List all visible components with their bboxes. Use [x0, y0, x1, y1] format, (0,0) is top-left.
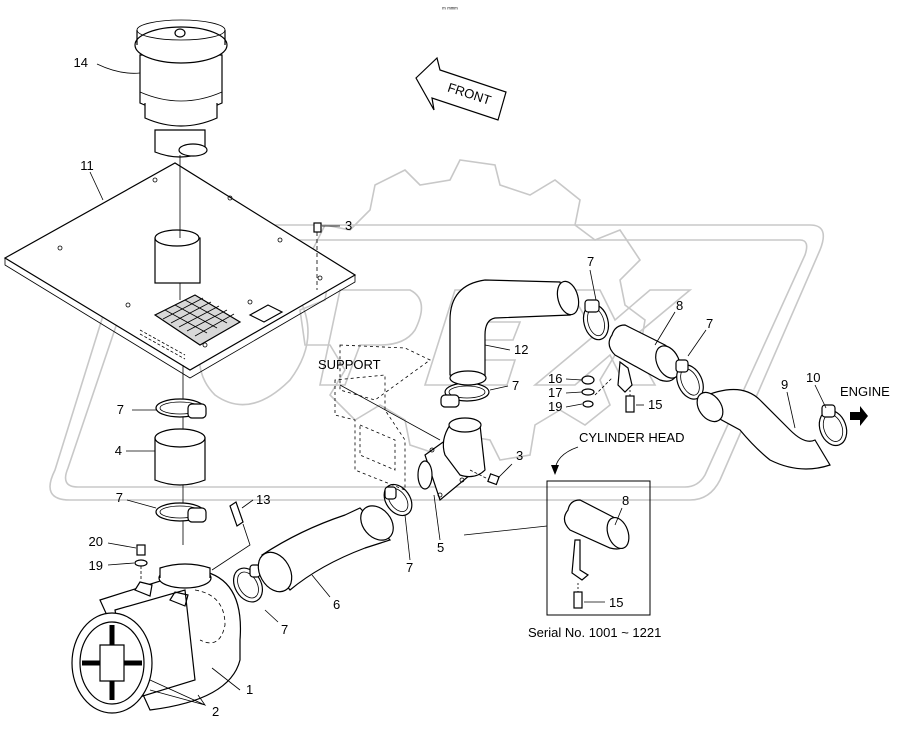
callout-10: 10: [806, 370, 820, 385]
serial-note: Serial No. 1001 ~ 1221: [528, 625, 661, 640]
header-mark: ᵐ ᵐᵐᵐ: [442, 7, 458, 13]
inset-pipe-8: 8: [563, 493, 630, 581]
intake-hose-6: 6: [257, 505, 394, 612]
hose-clamp-pipe8-right: 7: [675, 316, 713, 400]
engine-arrow-icon: [850, 406, 868, 426]
callout-2: 2: [212, 704, 219, 719]
callout-7-pipe8-left: 7: [587, 254, 594, 269]
air-cleaner-body: 1 2: [71, 563, 253, 719]
rubber-tube-4: 4: [115, 428, 206, 486]
fasteners-16-17-19-15: 16 17 19 15: [548, 371, 662, 414]
front-arrow: FRONT: [415, 56, 507, 121]
callout-17: 17: [548, 385, 562, 400]
elbow-bracket-5: 5: [417, 417, 486, 555]
callout-7-hose12: 7: [512, 378, 519, 393]
callout-15-inset: 15: [609, 595, 623, 610]
callout-11: 11: [80, 158, 94, 173]
engine-label: ENGINE: [840, 384, 890, 399]
bolt-3-right: 3: [469, 448, 523, 486]
callout-13: 13: [256, 492, 270, 507]
engine-direction: ENGINE: [840, 384, 890, 426]
callout-9: 9: [781, 377, 788, 392]
callout-7-hose6-end: 7: [281, 622, 288, 637]
service-indicator-13: 13: [211, 492, 270, 571]
callout-14: 14: [74, 55, 88, 70]
support-label: SUPPORT: [318, 357, 381, 372]
bolt-20-washer-19: 20 19: [89, 534, 148, 580]
callout-15-main: 15: [648, 397, 662, 412]
hose-clamp-10: 10: [806, 370, 848, 447]
callout-6: 6: [333, 597, 340, 612]
callout-20: 20: [89, 534, 103, 549]
callout-16: 16: [548, 371, 562, 386]
hose-clamp-lower: 7: [116, 490, 207, 523]
callout-8-inset: 8: [622, 493, 629, 508]
hose-9: 9: [696, 377, 831, 470]
callout-1: 1: [246, 682, 253, 697]
hood-panel: 11: [3, 158, 357, 379]
callout-12: 12: [514, 342, 528, 357]
inset-stud-15: 15: [573, 583, 623, 610]
callout-7-clamp-upper: 7: [117, 402, 124, 417]
callout-8-main: 8: [676, 298, 683, 313]
hose-clamp-upper: 7: [117, 398, 207, 419]
callout-19-left: 19: [89, 558, 103, 573]
bolt-3-top: 3: [313, 218, 352, 290]
serial-inset: 8 15 Serial No. 1001 ~ 1221: [463, 480, 661, 640]
callout-7-clamp-lower: 7: [116, 490, 123, 505]
callout-4: 4: [115, 443, 122, 458]
pipe-8: 8: [608, 298, 683, 393]
callout-7-center: 7: [406, 560, 413, 575]
callout-19-right: 19: [548, 399, 562, 414]
hose-clamp-pipe8-left: 7: [582, 254, 610, 341]
pre-cleaner-cap: 14: [74, 19, 228, 158]
hood-grille: [139, 294, 242, 360]
cylinder-head-callout: CYLINDER HEAD: [551, 430, 684, 475]
callout-7-pipe8-right: 7: [706, 316, 713, 331]
callout-5: 5: [437, 540, 444, 555]
support-bracket-outline: SUPPORT: [318, 344, 441, 491]
callout-3-top: 3: [345, 218, 352, 233]
hose-clamp-center: 7: [383, 483, 413, 575]
callout-3-right: 3: [516, 448, 523, 463]
hose-clamp-hose12: 7: [440, 378, 519, 408]
cylinder-head-label: CYLINDER HEAD: [579, 430, 684, 445]
hose-clamp-outlet: 7: [232, 564, 288, 637]
hose-12: 12: [449, 279, 580, 386]
